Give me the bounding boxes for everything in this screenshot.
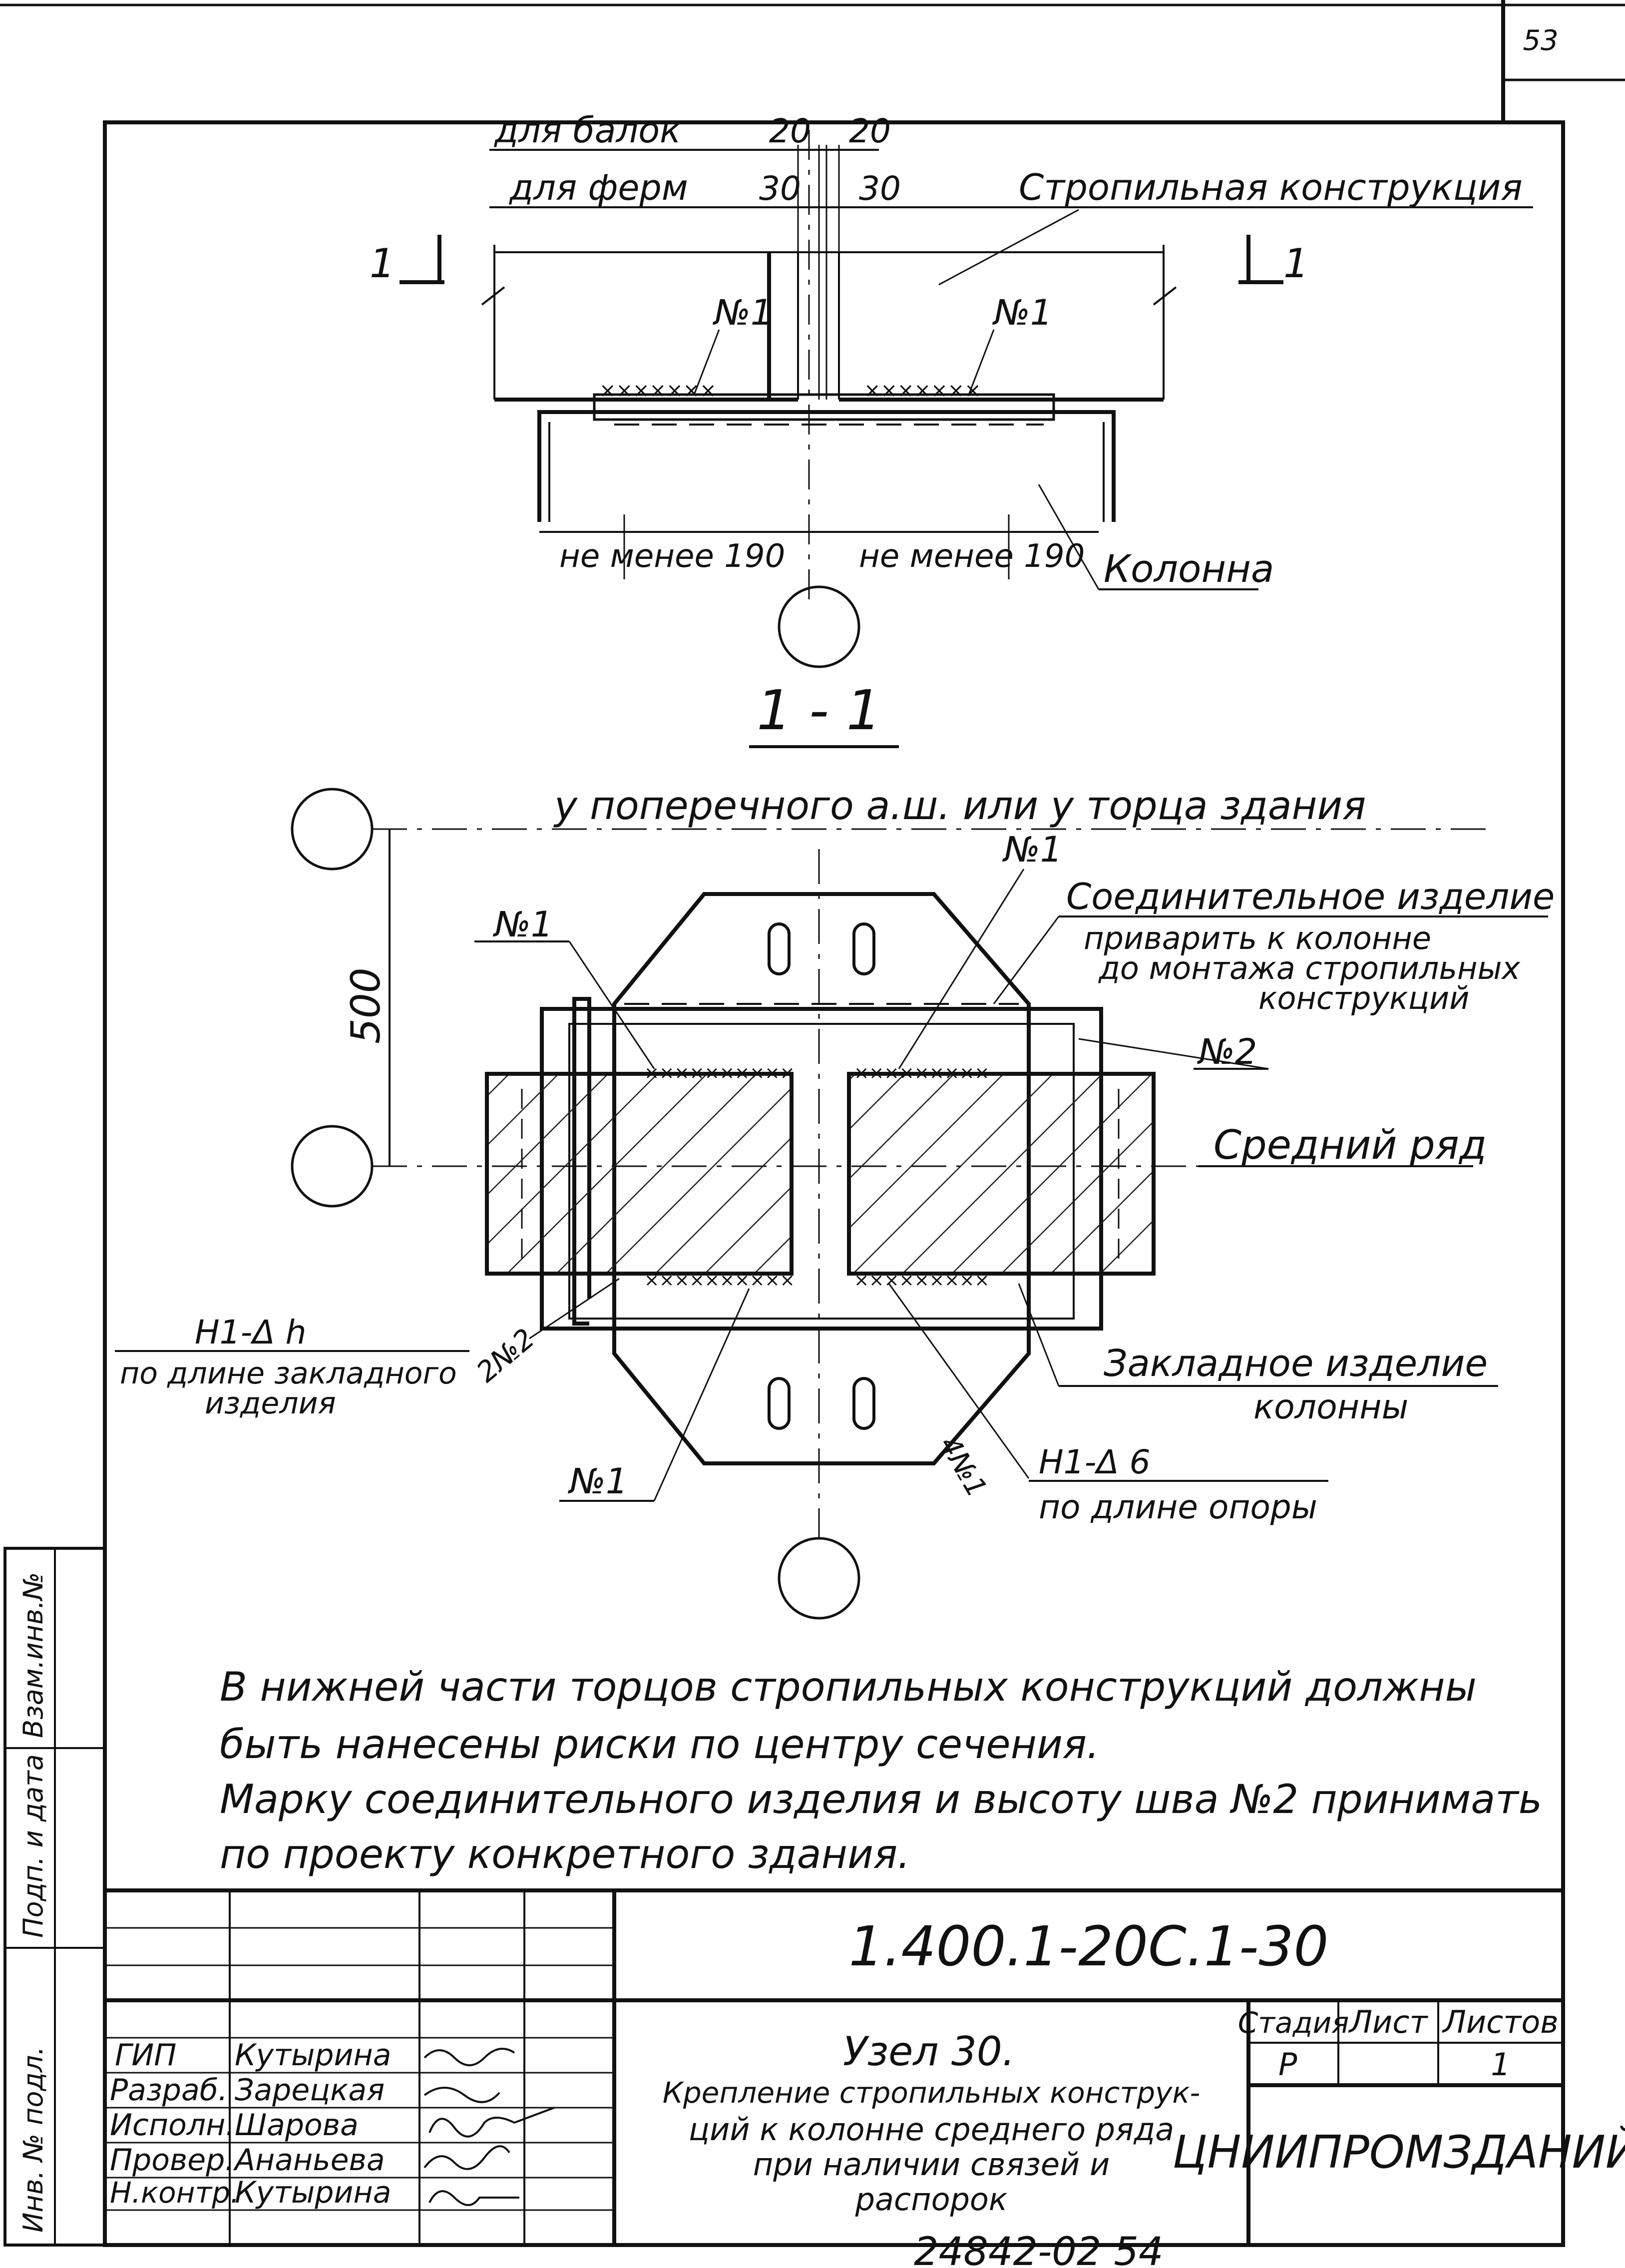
- section-view: 1 - 1 у поперечного а.ш. или у торца зда…: [115, 678, 1555, 1620]
- sheets-header: Листов: [1442, 2004, 1559, 2040]
- transverse-axis-label: у поперечного а.ш. или у торца здания: [553, 784, 1366, 829]
- role-0: ГИП: [115, 2038, 176, 2073]
- signature: [428, 2190, 519, 2206]
- sheets-value: 1: [1491, 2046, 1510, 2083]
- stage-value: Р: [1278, 2046, 1297, 2083]
- axis-bubble-top: [778, 585, 860, 668]
- dim-500: 500: [343, 967, 389, 1044]
- connector-title: Соединительное изделие: [1066, 876, 1555, 917]
- weld-2no2: 2№2: [470, 1323, 541, 1389]
- weld-h-left-note-2: изделия: [205, 1386, 336, 1421]
- title-line-1: Узел 30.: [843, 2028, 1015, 2075]
- signature: [428, 2107, 555, 2138]
- middle-row-label: Средний ряд: [1214, 1122, 1487, 1168]
- weld-crosses-top-right: ×××××××××: [854, 1063, 989, 1083]
- section-mark-right: 1: [1283, 240, 1309, 287]
- role-2: Исполн.: [110, 2108, 235, 2143]
- notes: В нижней части торцов стропильных констр…: [220, 1664, 1542, 1877]
- title-line-2: Крепление стропильных конструк-: [663, 2076, 1201, 2110]
- top-weld-zigzag-right: ×××××××: [864, 379, 981, 402]
- weld-h-left: Н1-Δ h: [195, 1313, 306, 1352]
- embedded-title: Закладное изделие: [1104, 1342, 1488, 1385]
- dim-left: не менее 190: [559, 538, 785, 575]
- stage-header: Стадия: [1238, 2006, 1349, 2040]
- title-line-4: при наличии связей и: [753, 2146, 1110, 2183]
- weld-no1-top-left: №1: [492, 904, 553, 945]
- section-mark-left: 1: [370, 240, 395, 287]
- stamp-podp-data: Подп. и дата: [17, 1754, 49, 1938]
- dim-right: не менее 190: [859, 538, 1085, 575]
- slot: [852, 922, 875, 975]
- stamp-inv-podl: Инв. № подл.: [17, 2046, 49, 2233]
- top-weld-zigzag-left: ×××××××: [599, 379, 717, 402]
- name-2: Шарова: [235, 2108, 359, 2143]
- weld-crosses-bottom-left: ××××××××××: [644, 1270, 795, 1291]
- roof-structure-left: [485, 1072, 794, 1276]
- role-4: Н.контр.: [110, 2176, 240, 2210]
- name-4: Кутырина: [235, 2175, 392, 2210]
- sheet-header: Лист: [1348, 2004, 1428, 2040]
- beam-label: для балок: [494, 110, 681, 151]
- top-weld-right: №1: [992, 292, 1052, 333]
- weld-h6: Н1-Δ 6: [1039, 1443, 1151, 1481]
- beam-gap-left: 20: [769, 112, 811, 150]
- top-weld-left: №1: [712, 292, 773, 333]
- organization: ЦНИИПРОМЗДАНИЙ: [1173, 2125, 1625, 2179]
- truss-gap-left: 30: [759, 169, 801, 208]
- signature: [423, 2087, 500, 2103]
- weld-no1-top-right: №1: [1002, 829, 1062, 870]
- embedded-title-2: колонны: [1253, 1387, 1408, 1427]
- weld-crosses-top-left: ××××××××××: [644, 1063, 795, 1083]
- role-3: Провер.: [110, 2143, 234, 2178]
- doc-code: 1.400.1-20С.1-30: [849, 1914, 1329, 1978]
- archive-number: 24842-02 54: [914, 2230, 1164, 2268]
- slot: [768, 1377, 791, 1430]
- weld-h6-note: по длине опоры: [1039, 1488, 1317, 1526]
- weld-4no1: 4№1: [933, 1431, 993, 1503]
- note-line-1: В нижней части торцов стропильных констр…: [220, 1664, 1477, 1710]
- name-1: Зарецкая: [235, 2073, 385, 2108]
- role-1: Разраб.: [110, 2073, 228, 2108]
- axis-bubble-left-middle: [291, 1125, 374, 1208]
- name-3: Ананьева: [233, 2143, 385, 2178]
- note-line-2: быть нанесены риски по центру сечения.: [220, 1721, 1099, 1768]
- roof-structure-label: Стропильная конструкция: [1019, 166, 1523, 208]
- column-label: Колонна: [1104, 546, 1274, 591]
- beam-gap-right: 20: [849, 112, 891, 150]
- slot: [768, 922, 791, 975]
- title-line-3: ций к колонне среднего ряда: [689, 2111, 1174, 2148]
- connector-note-2: до монтажа стропильных: [1098, 950, 1521, 986]
- title-line-5: распорок: [855, 2181, 1008, 2218]
- truss-gap-right: 30: [859, 169, 901, 208]
- signature: [423, 2048, 515, 2066]
- weld-no1-bottom-left: №1: [567, 1461, 628, 1502]
- weld-crosses-bottom-right: ×××××××××: [854, 1270, 989, 1291]
- side-stamp: Инв. № подл. Подп. и дата Взам.инв.№: [3, 1547, 106, 2247]
- axis-bubble-bottom: [778, 1537, 860, 1620]
- roof-structure-right: [847, 1072, 1156, 1276]
- top-view: для балок 20 20 для ферм 30 30 Стропильн…: [370, 110, 1533, 668]
- connector-note-1: приварить к колонне: [1084, 920, 1431, 956]
- weld-h-left-note-1: по длине закладного: [120, 1356, 457, 1391]
- slot: [852, 1377, 875, 1430]
- page-number: 53: [1523, 24, 1558, 57]
- note-line-4: по проекту конкретного здания.: [220, 1831, 910, 1877]
- signature: [423, 2145, 510, 2170]
- connector-note-3: конструкций: [1258, 980, 1469, 1016]
- truss-label: для ферм: [509, 167, 688, 208]
- section-title: 1 - 1: [757, 678, 881, 742]
- title-block: ГИП Разраб. Исполн. Провер. Н.контр. Кут…: [105, 1888, 1625, 2245]
- name-0: Кутырина: [235, 2038, 392, 2073]
- axis-bubble-left-top: [291, 788, 374, 871]
- stamp-vzam-inv: Взам.инв.№: [17, 1572, 49, 1738]
- note-line-3: Марку соединительного изделия и высоту ш…: [220, 1776, 1542, 1822]
